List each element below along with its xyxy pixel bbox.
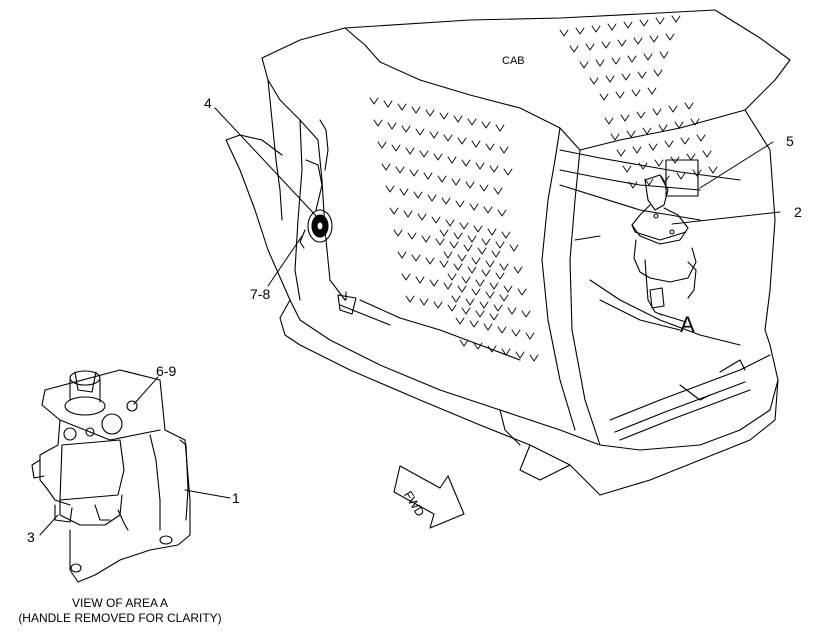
callout-7-8: 7-8 [250, 286, 271, 302]
forward-direction-arrow [393, 465, 465, 529]
rotary-switch-left [299, 209, 333, 249]
callout-6-9: 6-9 [156, 363, 177, 379]
callout-3: 3 [27, 529, 35, 545]
caption-line-1: VIEW OF AREA A [71, 596, 169, 610]
detail-view-caption: VIEW OF AREA A (HANDLE REMOVED FOR CLARI… [0, 596, 240, 626]
cab-body [225, 9, 791, 496]
area-a-label: A [680, 312, 695, 337]
callout-4: 4 [204, 95, 212, 111]
detail-view-area-a [31, 369, 191, 583]
cab-label: CAB [502, 55, 525, 67]
callout-leader-lines [39, 107, 781, 536]
joystick-control-in-cab [631, 159, 699, 316]
callout-1: 1 [232, 490, 240, 506]
perforated-panel-pattern [369, 15, 718, 362]
caption-line-2: (HANDLE REMOVED FOR CLARITY) [18, 611, 222, 625]
callout-5: 5 [786, 133, 794, 149]
callout-2: 2 [794, 204, 802, 220]
